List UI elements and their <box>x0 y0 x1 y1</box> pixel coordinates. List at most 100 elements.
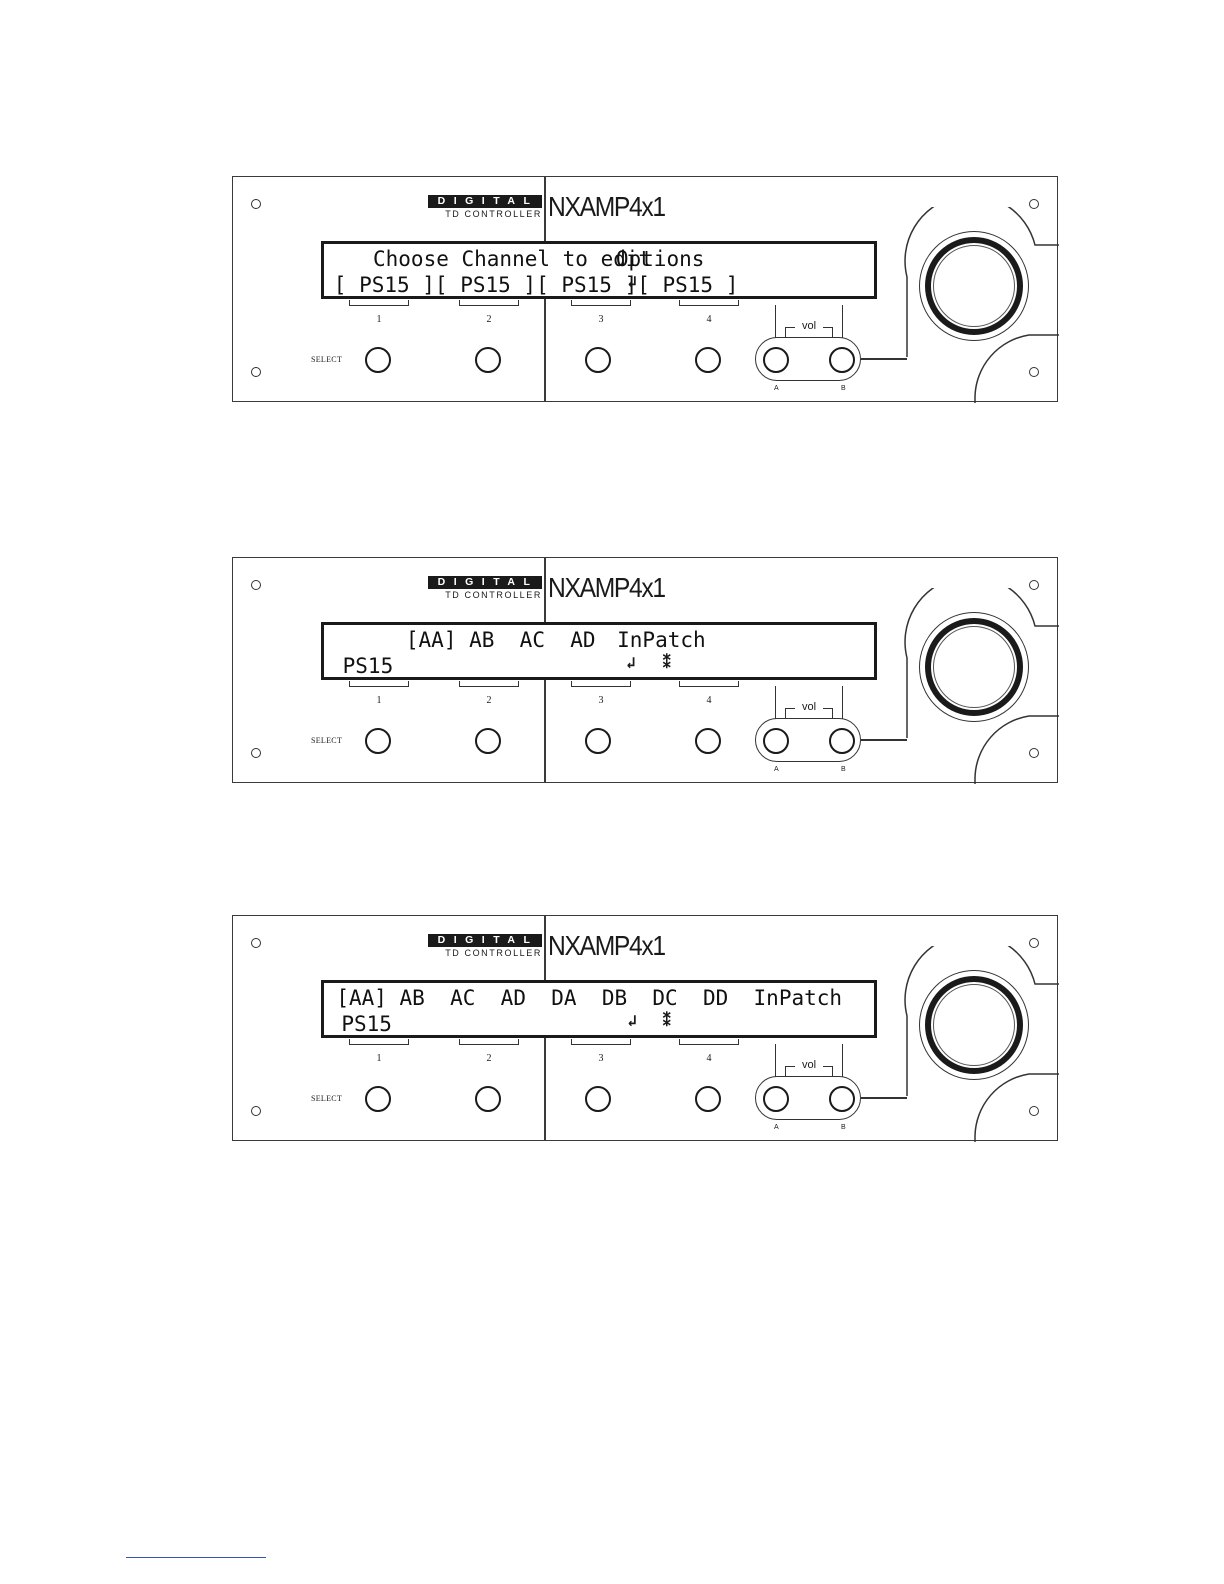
vol-b-button[interactable] <box>829 728 855 754</box>
softkey-number-3: 3 <box>598 314 604 325</box>
vol-a-label: A <box>774 1124 779 1131</box>
lcd-text: [AA] AB AC AD <box>405 628 596 652</box>
brand-digital-text: DIGITAL <box>428 934 542 947</box>
brand-sub-text: TD CONTROLLER <box>445 209 542 219</box>
softkey-number-1: 1 <box>376 314 382 325</box>
softkey-indicator-1 <box>349 681 409 687</box>
mounting-screw-icon <box>1029 199 1039 209</box>
lcd-line-2: [ PS15 ][ PS15 ][ PS15 ][ PS15 ] <box>324 272 874 297</box>
select-button-4[interactable] <box>695 347 721 373</box>
vol-a-button[interactable] <box>763 347 789 373</box>
mounting-screw-icon <box>251 199 261 209</box>
vol-b-button[interactable] <box>829 347 855 373</box>
softkey-indicator-3 <box>571 1039 631 1045</box>
select-button-1[interactable] <box>365 347 391 373</box>
softkey-number-3: 3 <box>598 695 604 706</box>
mounting-screw-icon <box>1029 938 1039 948</box>
brand-digital-text: DIGITAL <box>428 195 542 208</box>
model-name: NXAMP4x1 <box>548 572 666 603</box>
knob-housing-outline <box>904 946 1059 1142</box>
softkey-indicator-2 <box>459 1039 519 1045</box>
softkey-number-4: 4 <box>706 695 712 706</box>
knob-housing <box>901 588 1059 784</box>
mounting-screw-icon <box>1029 748 1039 758</box>
softkey-number-1: 1 <box>376 1053 382 1064</box>
select-button-2[interactable] <box>475 347 501 373</box>
vol-bracket <box>775 686 843 726</box>
select-button-4[interactable] <box>695 728 721 754</box>
select-button-1[interactable] <box>365 1086 391 1112</box>
softkey-indicator-4 <box>679 681 739 687</box>
vol-bracket <box>775 305 843 345</box>
rotary-knob[interactable] <box>925 618 1023 716</box>
select-button-3[interactable] <box>585 728 611 754</box>
brand-sub-text: TD CONTROLLER <box>445 590 542 600</box>
lcd-text: Choose Channel to edit <box>373 247 652 271</box>
mounting-screw-icon <box>251 748 261 758</box>
select-button-1[interactable] <box>365 728 391 754</box>
vol-b-label: B <box>841 385 846 392</box>
knob-connector-line <box>861 739 907 741</box>
select-label: SELECT <box>311 355 343 364</box>
vol-b-button[interactable] <box>829 1086 855 1112</box>
vol-a-label: A <box>774 766 779 773</box>
softkey-indicator-3 <box>571 300 631 306</box>
mounting-screw-icon <box>251 580 261 590</box>
lcd-text: [ PS15 ][ PS15 ][ PS15 ][ PS15 ] <box>333 273 739 297</box>
lcd-text: Options <box>615 247 705 271</box>
lcd-text: [AA] AB AC AD DA DB DC DD InPatch <box>336 986 843 1010</box>
softkey-number-4: 4 <box>706 314 712 325</box>
knob-housing <box>901 207 1059 403</box>
softkey-number-2: 2 <box>486 314 492 325</box>
lcd-text: PS15 <box>342 654 394 678</box>
softkey-indicator-2 <box>459 681 519 687</box>
select-button-4[interactable] <box>695 1086 721 1112</box>
footnote-rule <box>126 1557 266 1558</box>
vol-label: vol <box>795 320 823 332</box>
mounting-screw-icon <box>251 367 261 377</box>
vol-label: vol <box>795 701 823 713</box>
select-button-2[interactable] <box>475 728 501 754</box>
lcd-line-1: [AA] AB AC AD DA DB DC DD InPatch <box>324 985 874 1011</box>
rotary-knob[interactable] <box>925 976 1023 1074</box>
mounting-screw-icon <box>251 1106 261 1116</box>
knob-connector-line <box>861 1097 907 1099</box>
select-button-3[interactable] <box>585 347 611 373</box>
knob-housing-outline <box>904 207 1059 403</box>
vol-b-label: B <box>841 1124 846 1131</box>
knob-housing-outline <box>904 588 1059 784</box>
model-name: NXAMP4x1 <box>548 191 666 222</box>
rotary-knob[interactable] <box>925 237 1023 335</box>
lcd-line-2: PS15 <box>324 653 874 678</box>
softkey-indicator-4 <box>679 1039 739 1045</box>
softkey-indicator-2 <box>459 300 519 306</box>
enter-arrow-icon: ↲ <box>627 272 637 291</box>
select-button-2[interactable] <box>475 1086 501 1112</box>
patch-icon-icon: ⁑ <box>662 653 671 672</box>
vol-b-label: B <box>841 766 846 773</box>
brand-digital-text: DIGITAL <box>428 576 542 589</box>
patch-icon-icon: ⁑ <box>662 1011 671 1030</box>
brand-sub-text: TD CONTROLLER <box>445 948 542 958</box>
softkey-indicator-3 <box>571 681 631 687</box>
softkey-indicator-1 <box>349 1039 409 1045</box>
softkey-number-1: 1 <box>376 695 382 706</box>
enter-arrow-icon: ↲ <box>626 653 636 672</box>
softkey-number-2: 2 <box>486 1053 492 1064</box>
enter-arrow-icon: ↲ <box>627 1011 637 1030</box>
vol-label: vol <box>795 1059 823 1071</box>
mounting-screw-icon <box>1029 580 1039 590</box>
lcd-text: PS15 <box>341 1012 392 1036</box>
knob-housing <box>901 946 1059 1142</box>
vol-a-button[interactable] <box>763 728 789 754</box>
select-button-3[interactable] <box>585 1086 611 1112</box>
vol-a-button[interactable] <box>763 1086 789 1112</box>
